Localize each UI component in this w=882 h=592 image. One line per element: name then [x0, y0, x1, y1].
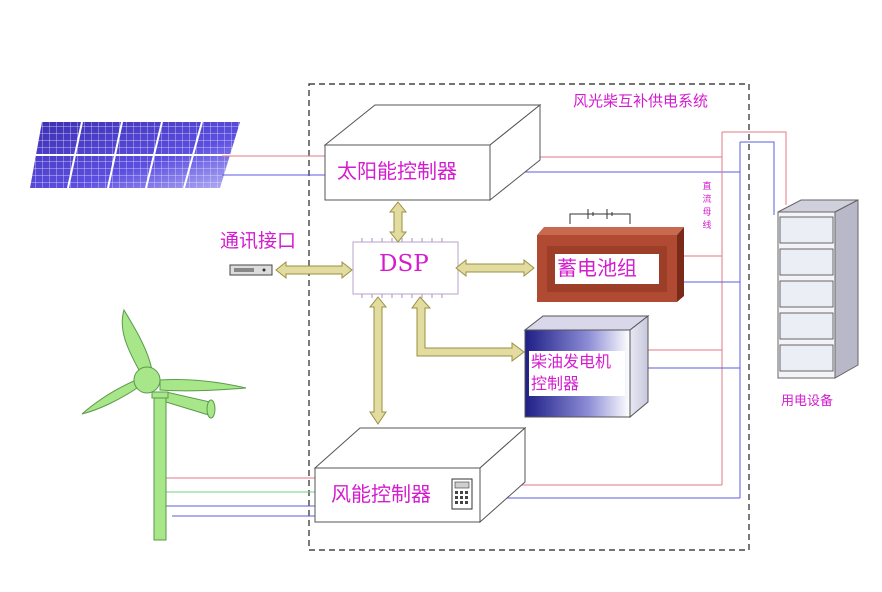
battery-symbol-icon — [569, 209, 631, 224]
arrow-solar-dsp — [388, 201, 408, 243]
diesel-controller-line2: 控制器 — [531, 374, 580, 393]
wiring — [166, 131, 787, 517]
wind-turbine — [81, 308, 247, 541]
dsp-chip — [352, 238, 459, 298]
dc-bus-char-2: 流 — [702, 195, 712, 205]
dsp-label: DSP — [379, 251, 429, 277]
arrow-dsp-battery — [455, 258, 535, 278]
calculator-icon — [451, 478, 473, 510]
wind-controller-label: 风能控制器 — [331, 482, 431, 506]
dc-bus-char-4: 线 — [702, 221, 712, 231]
system-boundary — [308, 83, 750, 551]
dc-bus-char-1: 直 — [702, 182, 712, 192]
dc-bus-label: 直 流 母 线 — [701, 181, 713, 233]
diesel-plate — [529, 351, 625, 396]
comm-device-icon — [229, 264, 273, 276]
load-cabinet — [777, 199, 859, 379]
comm-interface-label: 通讯接口 — [220, 230, 297, 252]
diesel-controller-line1: 柴油发电机 — [531, 352, 612, 371]
battery-bank-label: 蓄电池组 — [557, 256, 637, 280]
arrow-comm-dsp — [275, 260, 353, 280]
dc-bus-char-3: 母 — [702, 208, 712, 218]
solar-controller-label: 太阳能控制器 — [337, 159, 457, 183]
solar-panel — [30, 121, 240, 189]
load-label: 用电设备 — [781, 394, 834, 409]
data-arrows — [275, 201, 535, 425]
solar-controller-box — [323, 103, 542, 202]
wind-controller-box — [313, 426, 527, 524]
arrow-dsp-diesel — [411, 296, 525, 362]
system-title: 风光柴互补供电系统 — [573, 92, 709, 110]
arrow-dsp-wind — [368, 296, 388, 425]
battery-label-plate — [555, 254, 659, 284]
